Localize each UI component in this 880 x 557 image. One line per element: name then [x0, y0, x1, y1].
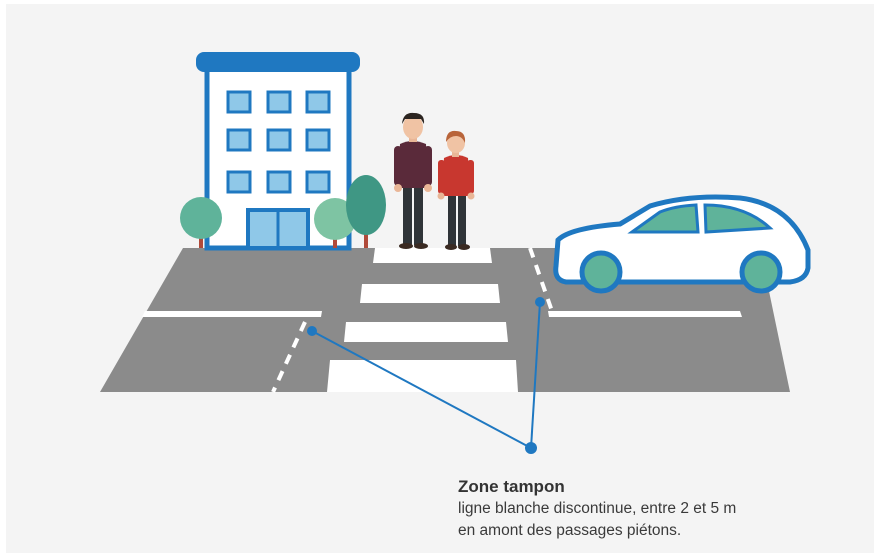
buffer-line-right [528, 247, 555, 315]
tree-left [180, 197, 222, 248]
pedestrian-man [394, 112, 432, 249]
pedestrian-woman [437, 130, 475, 250]
caption-line-2: en amont des passages piétons. [458, 522, 682, 539]
caption: Zone tampon ligne blanche discontinue, e… [458, 476, 858, 542]
caption-title: Zone tampon [458, 477, 565, 496]
tree-right-front [314, 198, 356, 248]
tree-right-back [346, 175, 386, 248]
buffer-line-left [271, 321, 307, 393]
caption-line-1: ligne blanche discontinue, entre 2 et 5 … [458, 500, 737, 517]
car [553, 194, 811, 294]
callout-pointer [307, 297, 545, 454]
crosswalk [327, 248, 518, 392]
